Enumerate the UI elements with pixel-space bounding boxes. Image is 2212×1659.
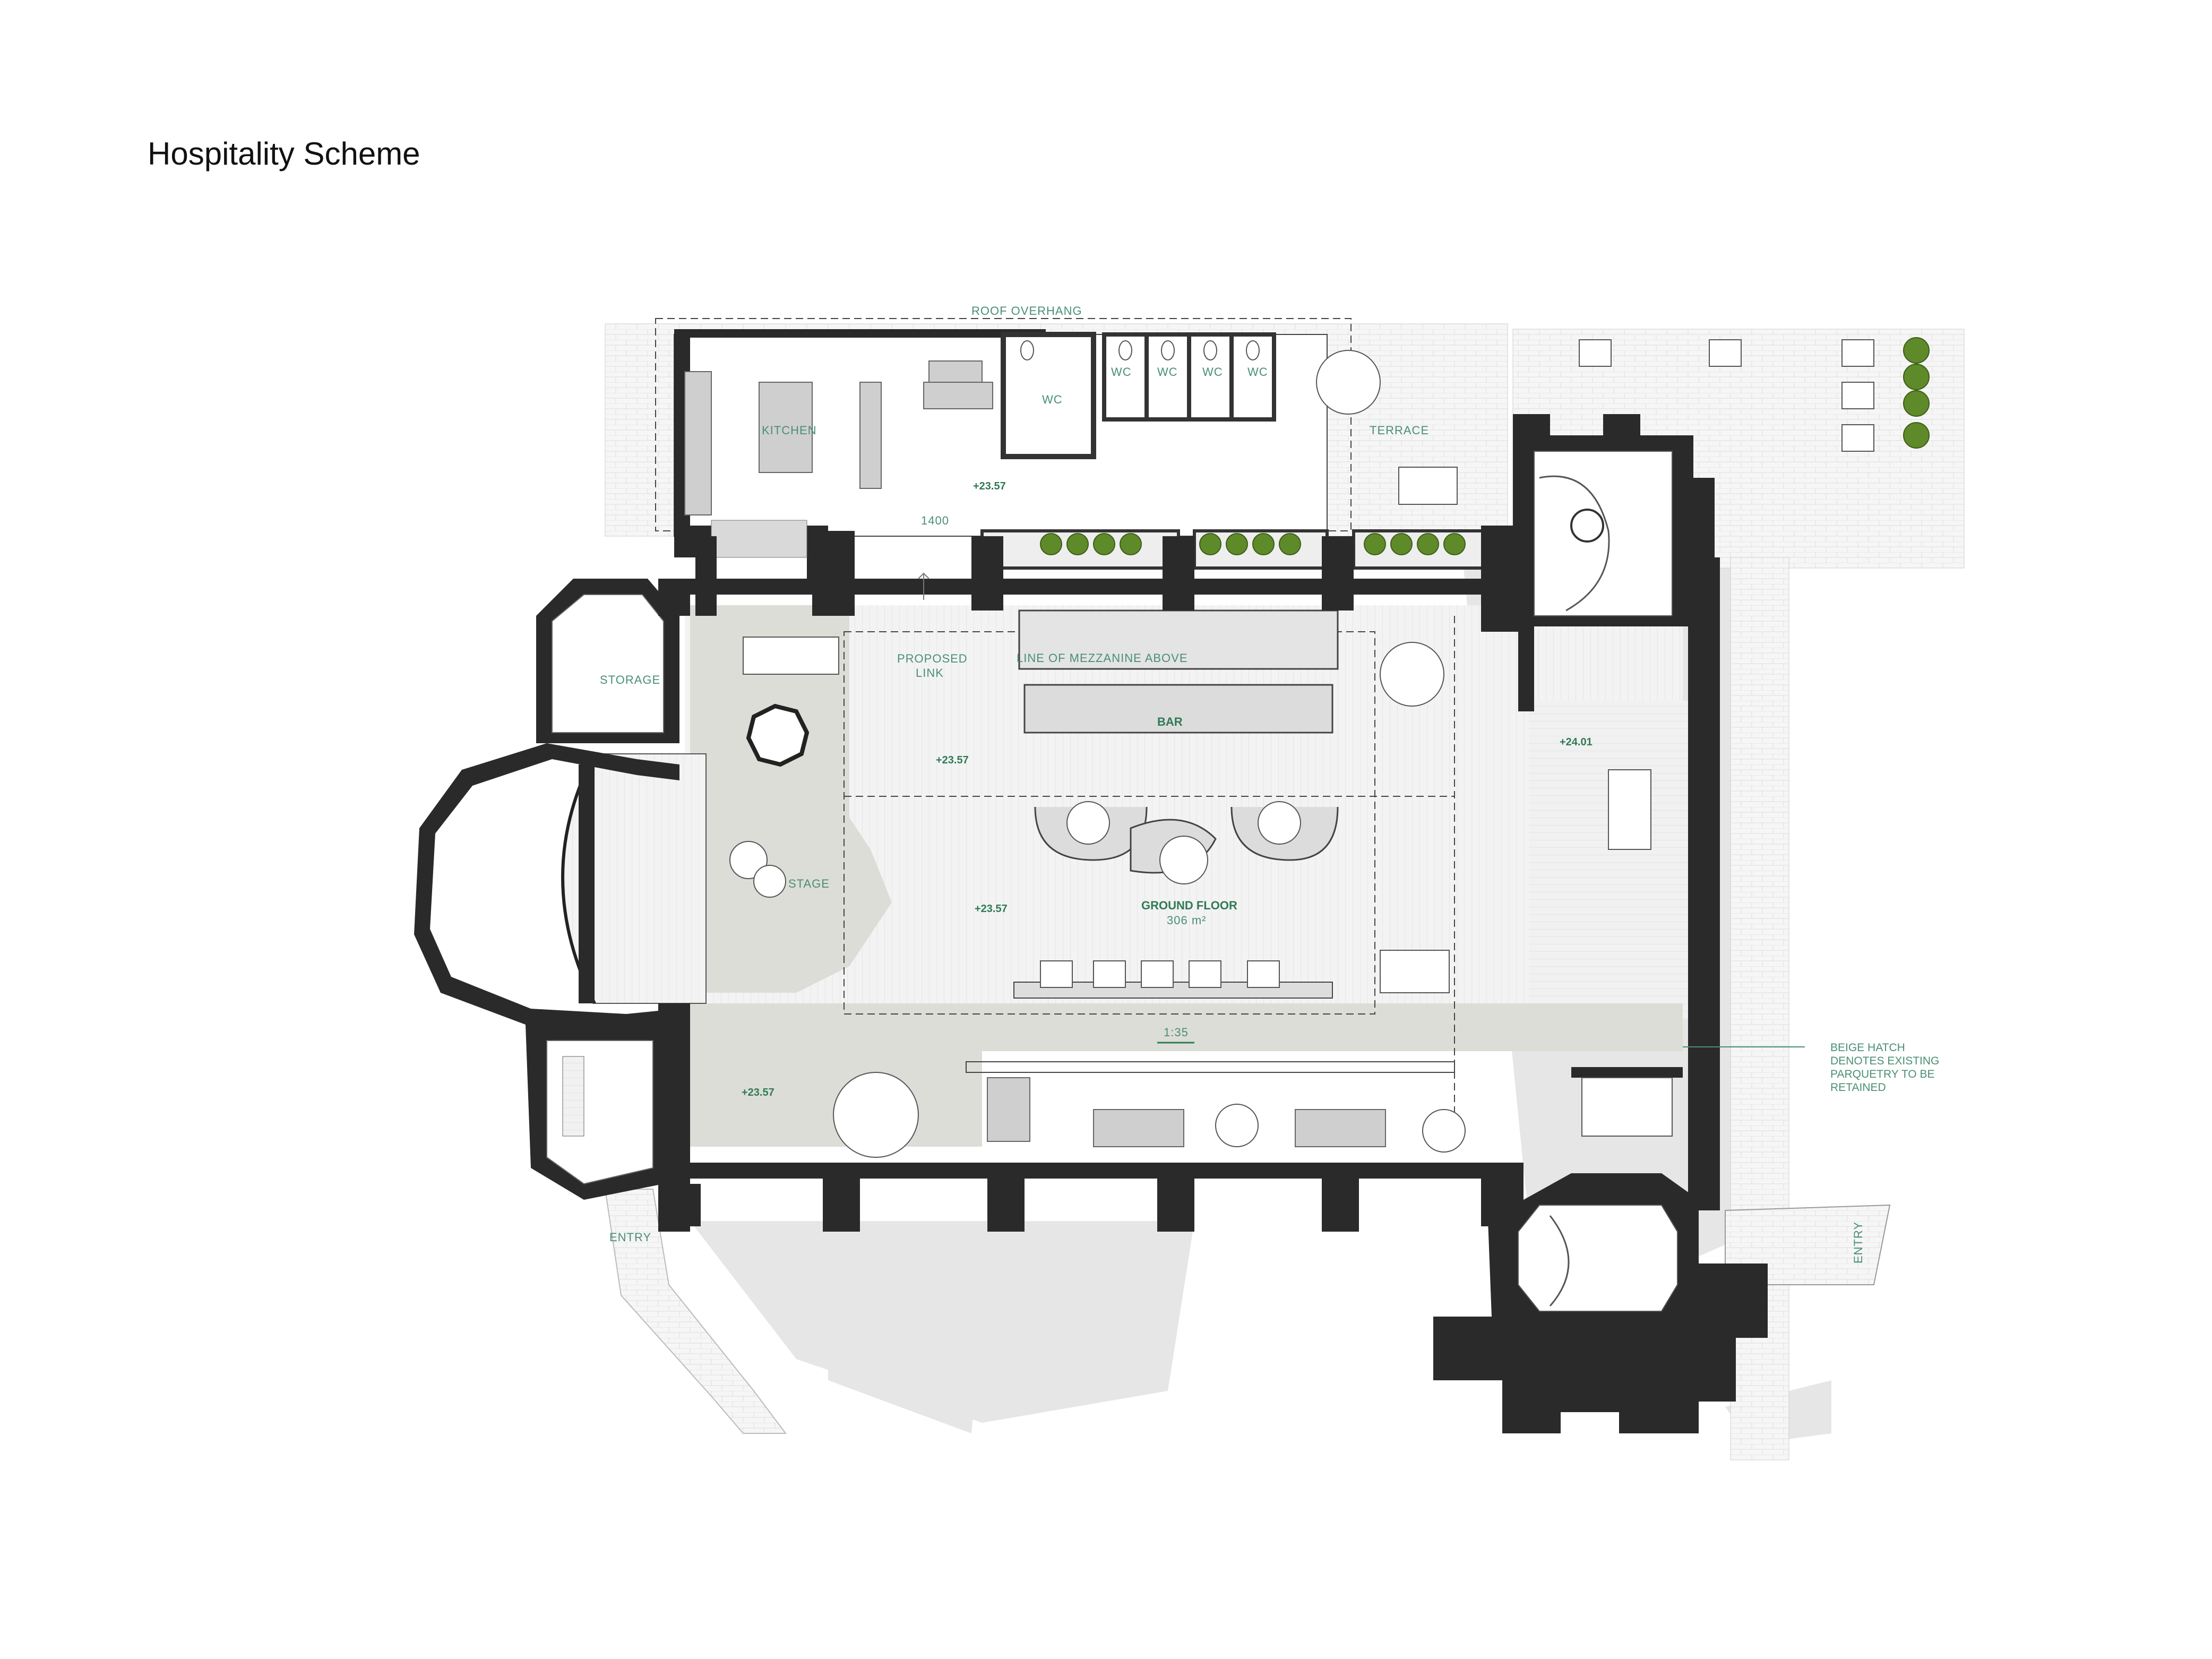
kitchen-label: KITCHEN xyxy=(762,424,817,437)
note-line-4: RETAINED xyxy=(1830,1081,1886,1094)
dimension-1400: 1400 xyxy=(921,514,949,527)
wc-label-4: WC xyxy=(1247,365,1268,379)
area-label: 306 m² xyxy=(1167,914,1206,927)
level-lower-left: +23.57 xyxy=(742,1087,774,1098)
bench-tables xyxy=(1013,950,1450,999)
proposed-link-label-2: LINK xyxy=(916,666,944,680)
central-booths xyxy=(1034,801,1339,884)
sw-lobby xyxy=(526,1025,664,1200)
proposed-link-label-1: PROPOSED xyxy=(897,652,968,665)
level-kitchen: +23.57 xyxy=(973,480,1006,492)
wc-label-3: WC xyxy=(1202,365,1223,379)
note-line-1: BEIGE HATCH xyxy=(1830,1042,1905,1054)
level-link: +23.57 xyxy=(936,754,969,766)
roof-overhang-label: ROOF OVERHANG xyxy=(971,304,1082,317)
wc-label-2: WC xyxy=(1157,365,1178,379)
octagon-column xyxy=(746,703,810,767)
level-hall: +23.57 xyxy=(975,903,1008,915)
note-line-2: DENOTES EXISTING xyxy=(1830,1055,1939,1067)
planters xyxy=(980,337,1930,570)
mezzanine-label: LINE OF MEZZANINE ABOVE xyxy=(1017,651,1188,665)
stage-label: STAGE xyxy=(788,877,830,890)
annex xyxy=(674,329,1458,579)
page-title: Hospitality Scheme xyxy=(148,136,420,171)
main-walls xyxy=(658,414,1768,1433)
storage-label: STORAGE xyxy=(600,673,660,686)
east-room-floor xyxy=(1529,701,1688,1019)
stage xyxy=(414,743,786,1030)
note-line-3: PARQUETRY TO BE xyxy=(1830,1068,1934,1080)
hall-tables xyxy=(743,637,1651,1158)
level-east: +24.01 xyxy=(1560,736,1593,748)
storage-room xyxy=(536,579,679,743)
north-arrow xyxy=(918,572,929,600)
entry-label-left: ENTRY xyxy=(609,1231,651,1244)
terrace-label: TERRACE xyxy=(1370,424,1429,437)
wc-label-1: WC xyxy=(1111,365,1132,379)
bar-counter xyxy=(1018,609,1339,734)
mezzanine-line xyxy=(844,631,1375,1015)
ramp-label: 1:35 xyxy=(1164,1026,1189,1039)
terrace-tables xyxy=(1579,339,1874,452)
ground-floor-label: GROUND FLOOR xyxy=(1141,899,1237,912)
entry-label-right: ENTRY xyxy=(1852,1222,1865,1263)
bar-label: BAR xyxy=(1157,715,1183,728)
wc-label: WC xyxy=(1042,393,1063,406)
